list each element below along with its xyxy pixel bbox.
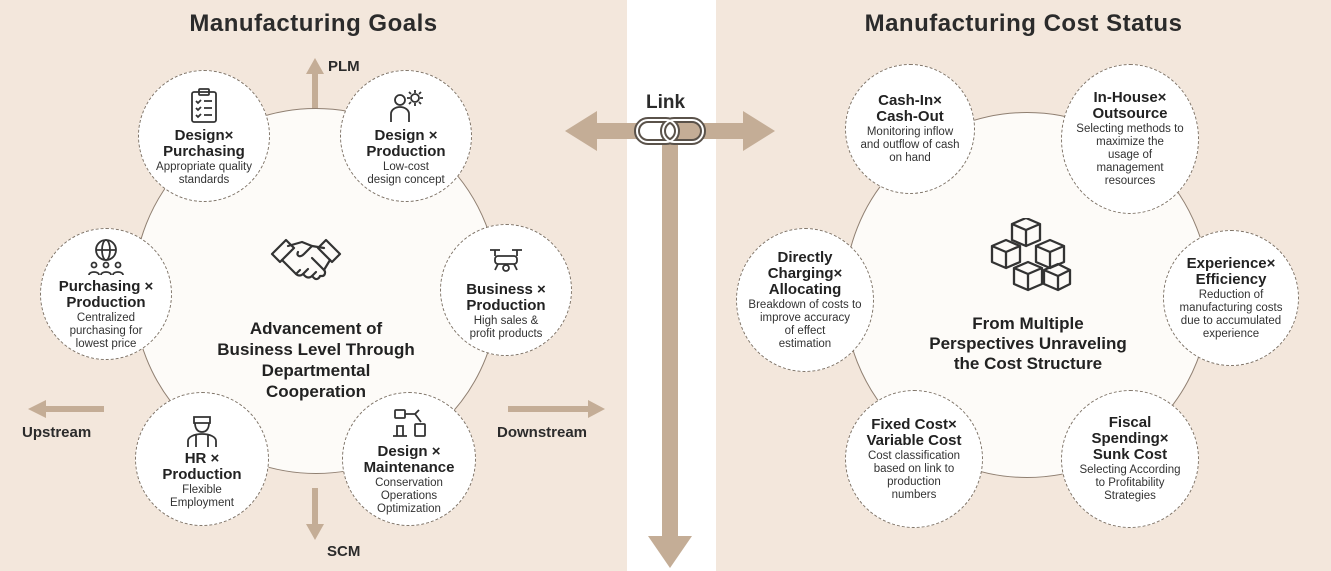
node-desc: Cost classification based on link to pro… — [867, 449, 961, 501]
goals-center-text: Advancement of Business Level Through De… — [217, 319, 415, 401]
cost-center-text: From Multiple Perspectives Unraveling th… — [929, 314, 1127, 373]
node-title: Fiscal Spending× Sunk Cost — [1091, 414, 1169, 463]
node-title: Cash-In× Cash-Out — [876, 92, 944, 125]
node-title: Directly Charging× Allocating — [767, 248, 843, 298]
node-cash-in-out: Cash-In× Cash-Out Monitoring inflow and … — [845, 64, 975, 194]
node-fixed-variable: Fixed Cost× Variable Cost Cost classific… — [845, 390, 983, 528]
node-title: In-House× Outsource — [1092, 89, 1168, 122]
node-desc: Selecting According to Profitability Str… — [1079, 464, 1181, 502]
chain-link-icon — [634, 117, 706, 145]
node-title: Experience× Efficiency — [1186, 254, 1276, 288]
downstream-label: Downstream — [497, 424, 588, 441]
link-vertical-arrow — [648, 140, 692, 568]
node-desc: Flexible Employment — [170, 483, 234, 509]
node-direct-allocating: Directly Charging× Allocating Breakdown … — [736, 228, 874, 372]
robot-arm-icon — [393, 409, 426, 437]
upstream-arrow — [28, 400, 104, 418]
engineer-gear-icon — [390, 89, 423, 122]
manufacturing-goals-title: Manufacturing Goals — [189, 10, 438, 37]
scm-label: SCM — [327, 543, 361, 560]
node-desc: Centralized purchasing for lowest price — [69, 312, 143, 350]
node-design-purchasing: Design× Purchasing Appropriate quality s… — [138, 70, 270, 202]
node-desc: Breakdown of costs to improve accuracy o… — [748, 298, 862, 350]
node-experience-efficiency: Experience× Efficiency Reduction of manu… — [1163, 230, 1299, 366]
scm-arrow — [306, 488, 324, 540]
upstream-label: Upstream — [22, 424, 92, 441]
manufacturing-cost-title: Manufacturing Cost Status — [864, 10, 1183, 37]
worker-icon — [187, 415, 217, 447]
node-fiscal-sunk: Fiscal Spending× Sunk Cost Selecting Acc… — [1061, 390, 1199, 528]
plm-arrow — [306, 58, 324, 110]
checklist-icon — [191, 87, 217, 123]
node-desc: High sales & profit products — [469, 314, 543, 340]
node-desc: Selecting methods to maximize the usage … — [1076, 123, 1184, 187]
blocks-icon — [990, 218, 1072, 292]
handshake-icon — [270, 238, 342, 281]
node-hr-production: HR × Production Flexible Employment — [135, 392, 269, 526]
node-inhouse-outsource: In-House× Outsource Selecting methods to… — [1061, 64, 1199, 214]
node-title: Fixed Cost× Variable Cost — [866, 415, 962, 449]
node-title: Business × Production — [466, 280, 546, 314]
node-title: Design × Production — [366, 126, 446, 160]
node-desc: Monitoring inflow and outflow of cash on… — [860, 126, 960, 164]
plm-label: PLM — [328, 58, 360, 75]
node-business-production: Business × Production High sales & profi… — [440, 224, 572, 356]
node-purchasing-production: Purchasing × Production Centralized purc… — [40, 228, 172, 360]
node-desc: Appropriate quality standards — [156, 160, 252, 186]
node-title: Design × Maintenance — [363, 443, 455, 476]
node-design-production: Design × Production Low-cost design conc… — [340, 70, 472, 202]
node-title: Design× Purchasing — [163, 126, 245, 160]
drone-icon — [490, 248, 522, 272]
link-label: Link — [646, 92, 686, 113]
node-design-maintenance: Design × Maintenance Conservation Operat… — [342, 392, 476, 526]
node-title: Purchasing × Production — [58, 278, 154, 311]
globe-people-icon — [88, 239, 124, 276]
node-desc: Low-cost design concept — [367, 160, 445, 186]
downstream-arrow — [508, 400, 605, 418]
node-title: HR × Production — [162, 449, 242, 483]
node-desc: Reduction of manufacturing costs due to … — [1179, 288, 1283, 340]
node-desc: Conservation Operations Optimization — [375, 477, 443, 515]
